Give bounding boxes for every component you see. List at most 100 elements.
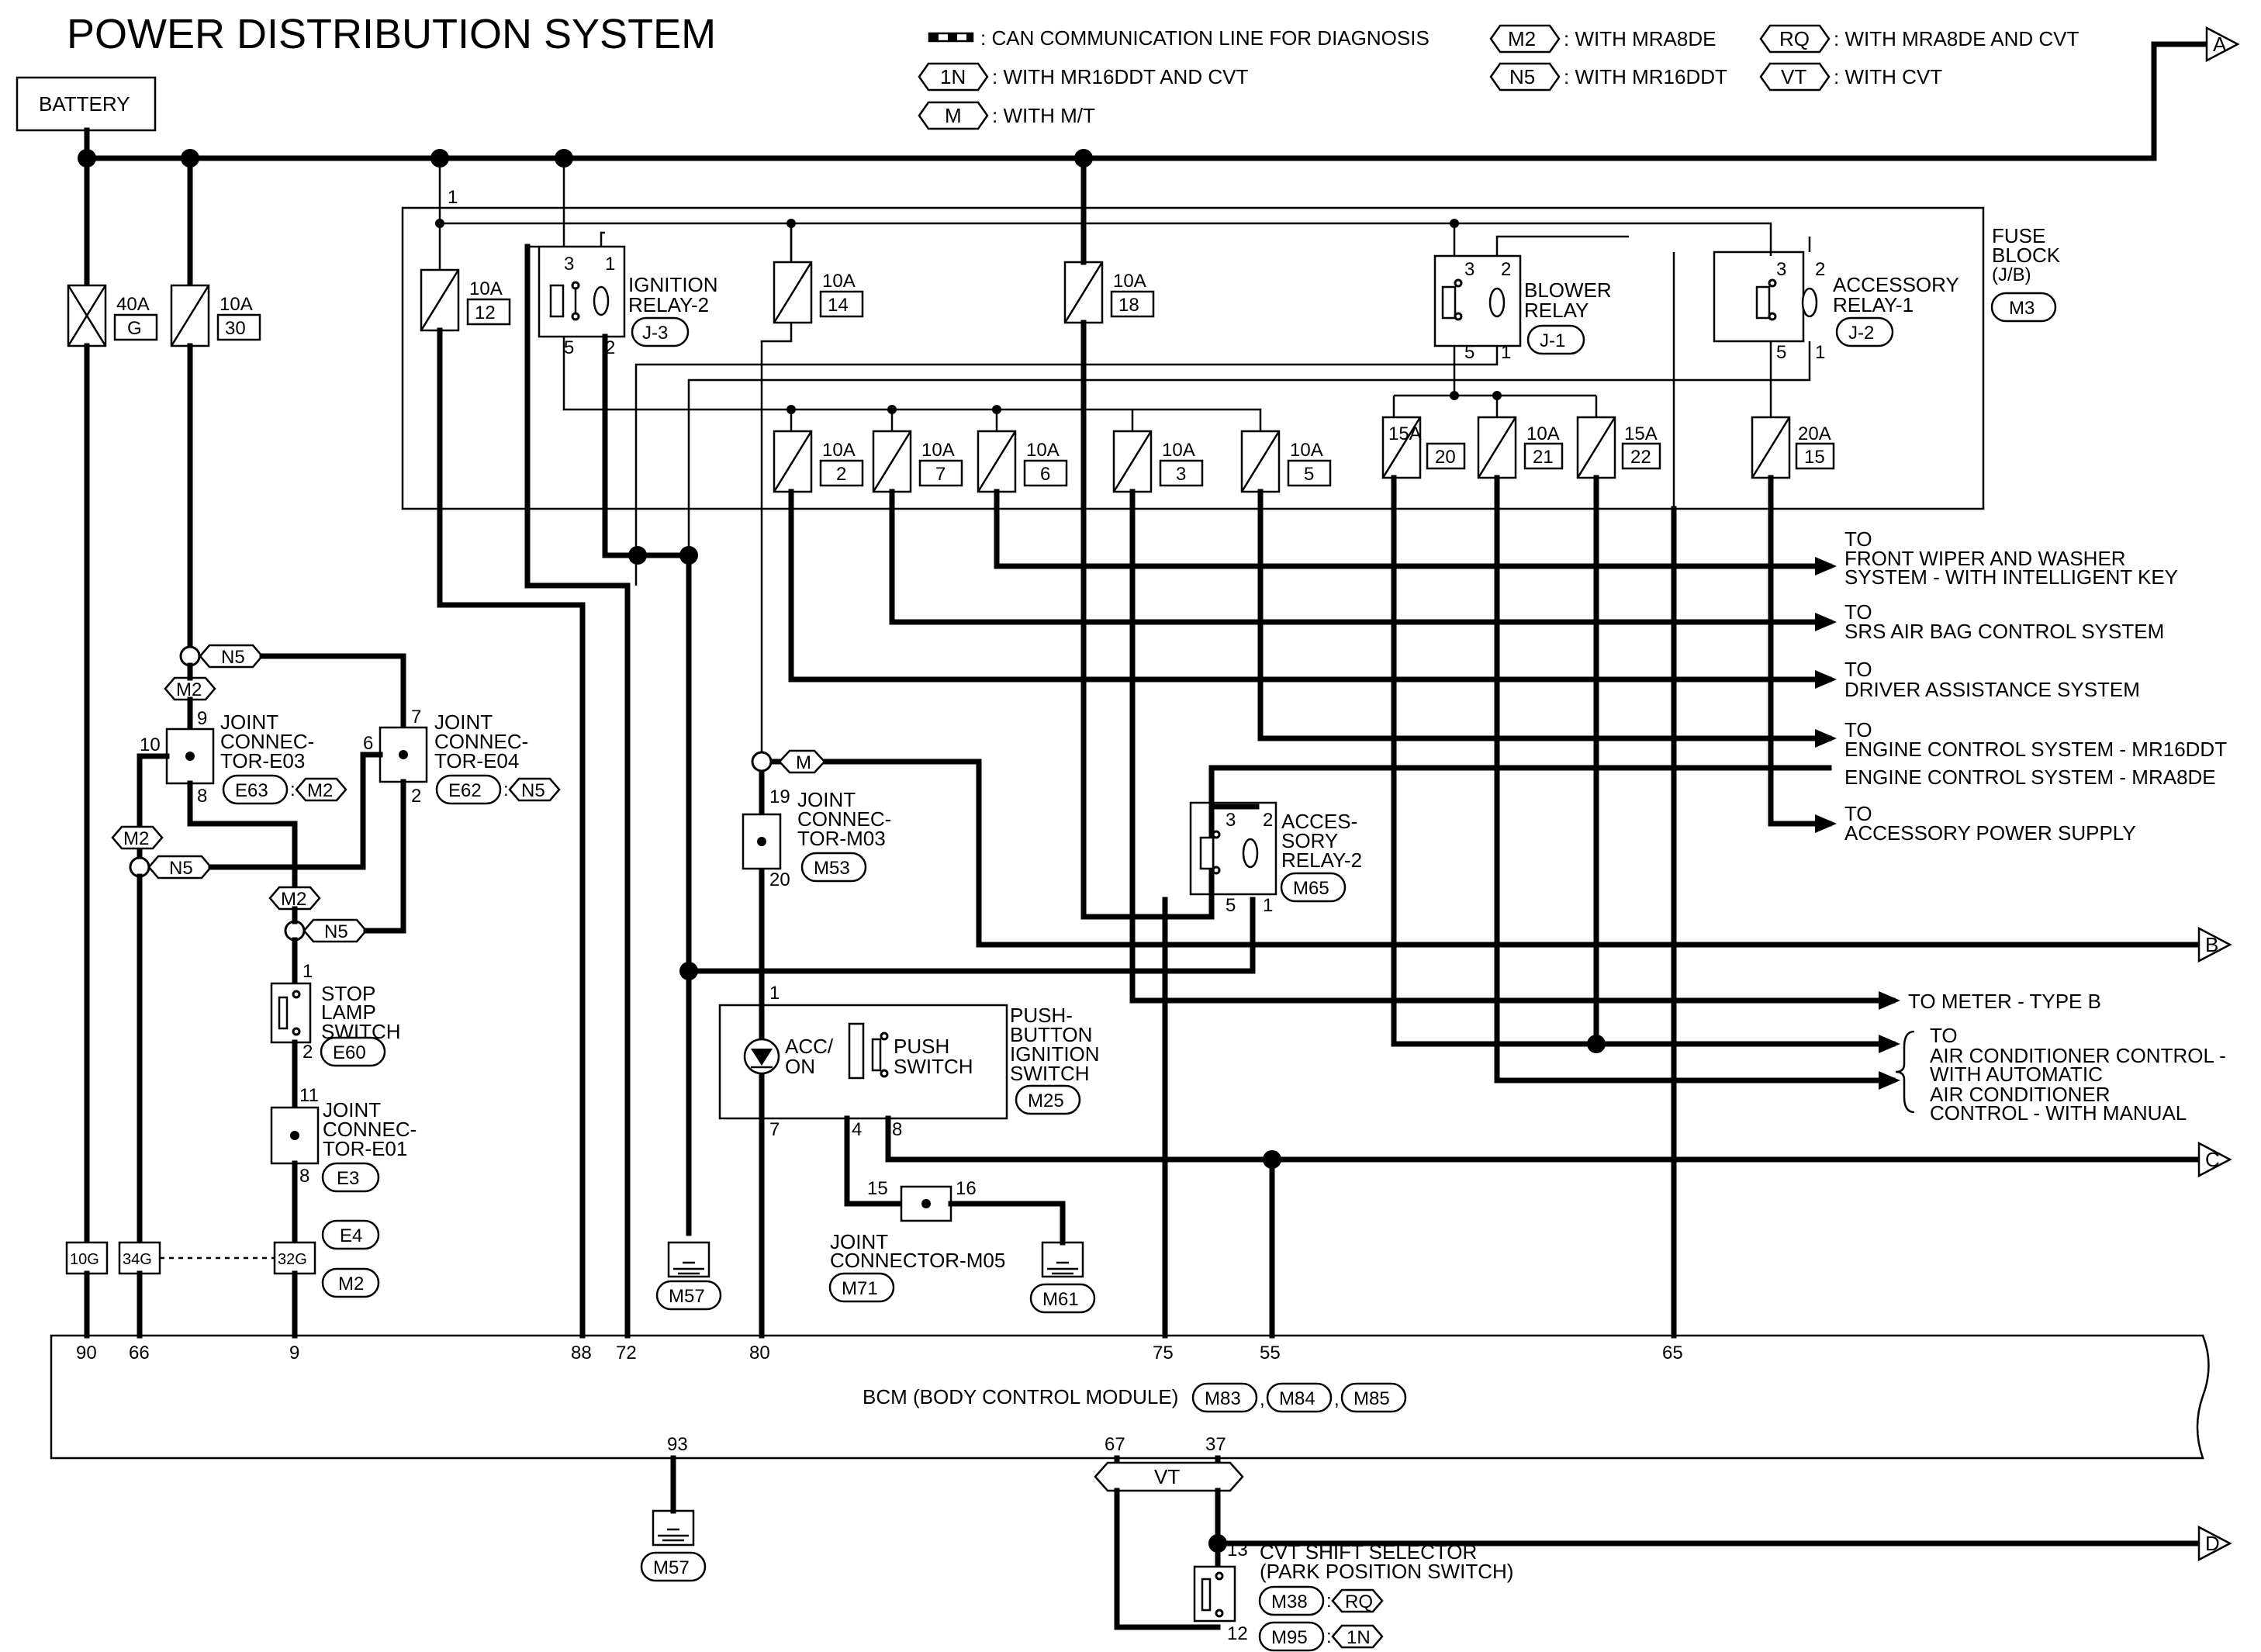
svg-text:10A: 10A (1113, 271, 1146, 292)
legend-n5-text: : WITH MR16DDT (1564, 65, 1727, 88)
svg-text:10A: 10A (1026, 440, 1060, 461)
svg-text:3: 3 (1176, 464, 1186, 485)
fuse-15a-22: 15A 22 (1576, 416, 1661, 479)
svg-text:12: 12 (1227, 1623, 1248, 1644)
joint-connector-e04: 7 6 2 JOINT CONNEC- TOR-E04 E62 : N5 (363, 707, 561, 807)
svg-text:8: 8 (299, 1166, 309, 1187)
legend-can-line-symbol (928, 32, 974, 43)
svg-text:13: 13 (1227, 1540, 1248, 1560)
legend: : CAN COMMUNICATION LINE FOR DIAGNOSIS 1… (918, 24, 2079, 130)
svg-text:2: 2 (1815, 259, 1825, 280)
svg-text:CONNECTOR-M05: CONNECTOR-M05 (830, 1249, 1005, 1272)
svg-text:16: 16 (956, 1178, 977, 1199)
svg-text:75: 75 (1153, 1343, 1174, 1363)
svg-text:CONNEC-: CONNEC- (323, 1118, 417, 1141)
svg-text:BLOWER: BLOWER (1524, 278, 1612, 302)
svg-text:TOR-M03: TOR-M03 (797, 827, 886, 850)
svg-text:J-3: J-3 (642, 323, 668, 344)
svg-text:2: 2 (411, 786, 421, 807)
svg-text:E63: E63 (235, 780, 268, 801)
svg-text:CONNEC-: CONNEC- (797, 807, 891, 831)
svg-text:10: 10 (140, 734, 161, 755)
svg-text:,: , (1334, 1389, 1340, 1410)
svg-text:N5: N5 (324, 921, 348, 942)
svg-text:M61: M61 (1042, 1289, 1079, 1310)
fuse-10a-18: 10A 18 (1063, 261, 1155, 324)
svg-text:A: A (2213, 33, 2227, 56)
svg-text:20: 20 (1435, 447, 1456, 468)
legend-m-text: : WITH M/T (992, 104, 1095, 127)
legend-rq-symbol: RQ (1779, 27, 1810, 50)
svg-text:30: 30 (225, 318, 246, 339)
svg-text:6: 6 (363, 733, 373, 754)
svg-text:AIR CONDITIONER CONTROL -: AIR CONDITIONER CONTROL - (1930, 1044, 2226, 1067)
svg-text:BUTTON: BUTTON (1010, 1023, 1092, 1046)
accessory-relay-1: 3 2 5 1 ACCESSORY RELAY-1 J-2 (1713, 251, 1959, 363)
svg-text:4: 4 (852, 1119, 862, 1140)
svg-text:10A: 10A (1162, 440, 1195, 461)
offpage-connector-d: D (2197, 1525, 2232, 1562)
fuse-10a-30: 10A 30 (170, 284, 261, 347)
svg-text:M57: M57 (669, 1286, 705, 1307)
svg-text:10A: 10A (469, 278, 503, 299)
fuse-10a-14: 10A 14 (773, 261, 864, 324)
svg-text:10G: 10G (70, 1251, 99, 1268)
svg-text:STOP: STOP (321, 982, 375, 1005)
fuse-block-connector: M3 (2009, 298, 2035, 319)
svg-text:AIR CONDITIONER: AIR CONDITIONER (1930, 1083, 2111, 1106)
svg-text:IGNITION: IGNITION (628, 273, 718, 296)
svg-text:5: 5 (1464, 342, 1474, 363)
svg-text:88: 88 (571, 1343, 592, 1363)
ground-m57-upper: M57 (655, 1241, 722, 1311)
svg-text:18: 18 (1118, 295, 1139, 316)
svg-text:19: 19 (769, 786, 790, 807)
fuse-15a-20: 15A 20 (1381, 416, 1466, 479)
legend-vt-text: : WITH CVT (1834, 65, 1942, 88)
svg-text:15: 15 (867, 1178, 888, 1199)
legend-rq-text: : WITH MRA8DE AND CVT (1834, 27, 2079, 50)
svg-text:1N: 1N (1347, 1627, 1371, 1648)
fuse-10a-7: 10A 7 (872, 430, 963, 493)
svg-text:2: 2 (1263, 810, 1273, 831)
svg-text:M71: M71 (842, 1278, 878, 1299)
svg-text:CONTROL - WITH MANUAL: CONTROL - WITH MANUAL (1930, 1101, 2187, 1125)
svg-text:9: 9 (197, 708, 207, 729)
svg-text:1: 1 (769, 983, 780, 1004)
svg-text:SWITCH: SWITCH (1010, 1062, 1090, 1085)
svg-text:ACCESSORY POWER SUPPLY: ACCESSORY POWER SUPPLY (1844, 821, 2136, 845)
svg-text:M: M (796, 752, 811, 773)
svg-text:N5: N5 (221, 647, 245, 668)
svg-text:VT: VT (1154, 1465, 1180, 1488)
svg-text:TOR-E03: TOR-E03 (220, 749, 305, 772)
svg-text:TO: TO (1844, 600, 1872, 624)
svg-text:34G: 34G (123, 1251, 152, 1268)
svg-text:M2: M2 (338, 1274, 364, 1294)
battery-label: BATTERY (39, 92, 130, 116)
svg-text:E62: E62 (448, 780, 482, 801)
stop-lamp-switch: 1 2 STOP LAMP SWITCH E60 (270, 961, 401, 1067)
svg-text:FRONT WIPER AND WASHER: FRONT WIPER AND WASHER (1844, 547, 2126, 570)
svg-text:8: 8 (197, 786, 207, 807)
svg-text:RELAY-2: RELAY-2 (628, 293, 709, 316)
battery: BATTERY (16, 76, 157, 132)
legend-m2-text: : WITH MRA8DE (1564, 27, 1716, 50)
legend-vt-symbol: VT (1781, 65, 1806, 88)
svg-text:TO: TO (1930, 1024, 1958, 1047)
svg-text:5: 5 (1776, 342, 1786, 363)
svg-text:B: B (2205, 933, 2218, 956)
svg-text:3: 3 (1464, 259, 1474, 280)
svg-text:M85: M85 (1353, 1388, 1390, 1409)
svg-text:JOINT: JOINT (323, 1098, 381, 1121)
fuse-10a-5: 10A 5 (1240, 430, 1332, 493)
svg-text:TOR-E04: TOR-E04 (434, 749, 519, 772)
svg-text:SRS AIR BAG CONTROL SYSTEM: SRS AIR BAG CONTROL SYSTEM (1844, 620, 2164, 643)
legend-n5-symbol: N5 (1509, 65, 1535, 88)
svg-text:ON: ON (785, 1055, 815, 1078)
svg-text:90: 90 (76, 1343, 97, 1363)
svg-text:6: 6 (1040, 464, 1050, 485)
svg-text:1: 1 (303, 961, 313, 982)
svg-text:CVT SHIFT SELECTOR: CVT SHIFT SELECTOR (1260, 1540, 1477, 1564)
svg-text:1: 1 (605, 254, 615, 275)
svg-text:M65: M65 (1293, 878, 1329, 899)
offpage-connector-a: A (2205, 26, 2240, 63)
